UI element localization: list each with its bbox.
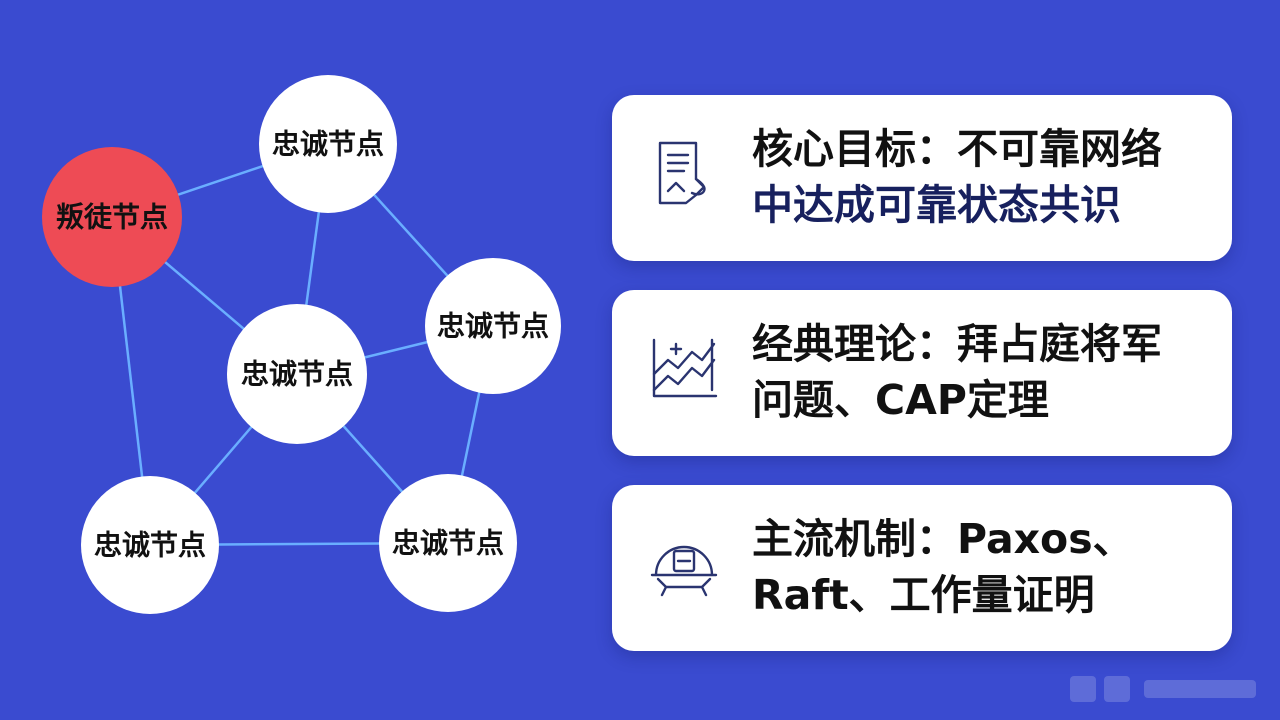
card-text-mechanism: 主流机制：Paxos、 Raft、工作量证明 (752, 511, 1214, 623)
loyal-node: 忠诚节点 (259, 75, 397, 213)
node-circle-right (425, 258, 561, 394)
card-text-theory: 经典理论：拜占庭将军 问题、CAP定理 (752, 316, 1214, 428)
node-label-center: 忠诚节点 (241, 358, 353, 391)
card-goal-line-2: 中达成可靠状态共识 (752, 181, 1121, 229)
traitor-node: 叛徒节点 (42, 147, 182, 287)
mechanism-icon (650, 545, 718, 597)
document-icon (658, 141, 706, 205)
network-diagram: 叛徒节点忠诚节点忠诚节点忠诚节点忠诚节点忠诚节点 (42, 75, 561, 614)
node-label-top: 忠诚节点 (272, 128, 384, 161)
card-theory-line-1: 经典理论：拜占庭将军 (752, 320, 1162, 368)
node-label-bottom_left: 忠诚节点 (94, 529, 206, 562)
info-card-theory: 经典理论：拜占庭将军 问题、CAP定理 (612, 290, 1232, 456)
node-circle-top (259, 75, 397, 213)
node-circle-bottom_left (81, 476, 219, 614)
node-circle-bottom_right (379, 474, 517, 612)
node-label-right: 忠诚节点 (437, 310, 549, 343)
node-circle-traitor (42, 147, 182, 287)
node-label-traitor: 叛徒节点 (56, 201, 168, 234)
node-label-bottom_right: 忠诚节点 (392, 527, 504, 560)
info-card-mechanism: 主流机制：Paxos、 Raft、工作量证明 (612, 485, 1232, 651)
network-nodes: 叛徒节点忠诚节点忠诚节点忠诚节点忠诚节点忠诚节点 (42, 75, 561, 614)
card-goal-line-1: 核心目标：不可靠网络 (752, 125, 1162, 173)
loyal-node: 忠诚节点 (227, 304, 367, 444)
card-mechanism-line-1: 主流机制：Paxos、 (752, 515, 1134, 563)
line-chart-icon (652, 338, 718, 398)
info-card-goal: 核心目标：不可靠网络 中达成可靠状态共识 (612, 95, 1232, 261)
card-mechanism-line-2: Raft、工作量证明 (752, 571, 1095, 619)
loyal-node: 忠诚节点 (425, 258, 561, 394)
node-circle-center (227, 304, 367, 444)
loyal-node: 忠诚节点 (379, 474, 517, 612)
card-text-goal: 核心目标：不可靠网络 中达成可靠状态共识 (752, 121, 1214, 233)
card-theory-line-2: 问题、CAP定理 (752, 376, 1049, 424)
watermark (1070, 676, 1256, 702)
loyal-node: 忠诚节点 (81, 476, 219, 614)
